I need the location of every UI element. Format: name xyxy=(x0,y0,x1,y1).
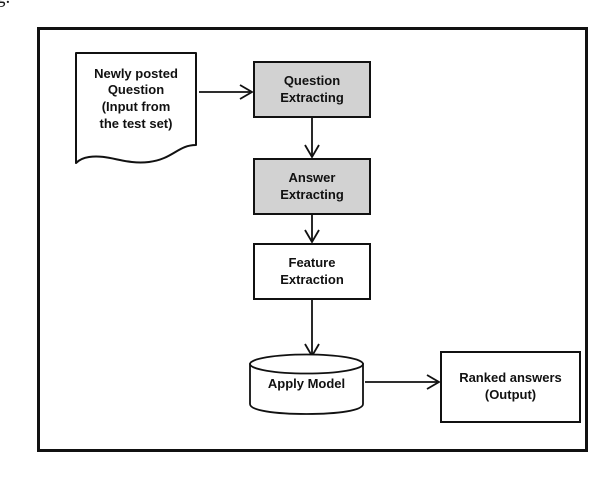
edge-apply-model-to-ranked xyxy=(365,374,441,390)
node-newly-posted-question[interactable]: Newly posted Question (Input from the te… xyxy=(73,50,199,168)
node-label-feature-extraction: Feature Extraction xyxy=(280,254,344,287)
figure-caption-fragment: g. xyxy=(0,0,10,7)
node-label-answer-extracting: Answer Extracting xyxy=(280,169,344,202)
figure-frame: Newly posted Question (Input from the te… xyxy=(37,27,588,452)
document-shape-icon xyxy=(75,52,197,164)
cylinder-database-shape-icon xyxy=(249,353,364,415)
node-answer-extracting[interactable]: Answer Extracting xyxy=(253,158,371,215)
node-label-newly-posted-question: Newly posted Question (Input from the te… xyxy=(94,65,178,131)
edge-question-to-extracting xyxy=(199,84,254,100)
node-label-apply-model: Apply Model xyxy=(267,375,346,391)
node-apply-model[interactable]: Apply Model xyxy=(248,353,365,415)
node-label-question-extracting: Question Extracting xyxy=(280,72,344,105)
node-question-extracting[interactable]: Question Extracting xyxy=(253,61,371,118)
node-label-ranked-answers: Ranked answers (Output) xyxy=(459,370,562,402)
edge-feature-to-apply-model xyxy=(304,300,320,358)
edge-answer-to-feature xyxy=(304,215,320,244)
node-feature-extraction[interactable]: Feature Extraction xyxy=(253,243,371,300)
node-ranked-answers[interactable]: Ranked answers (Output) xyxy=(440,351,581,423)
edge-extracting-to-answer xyxy=(304,118,320,159)
